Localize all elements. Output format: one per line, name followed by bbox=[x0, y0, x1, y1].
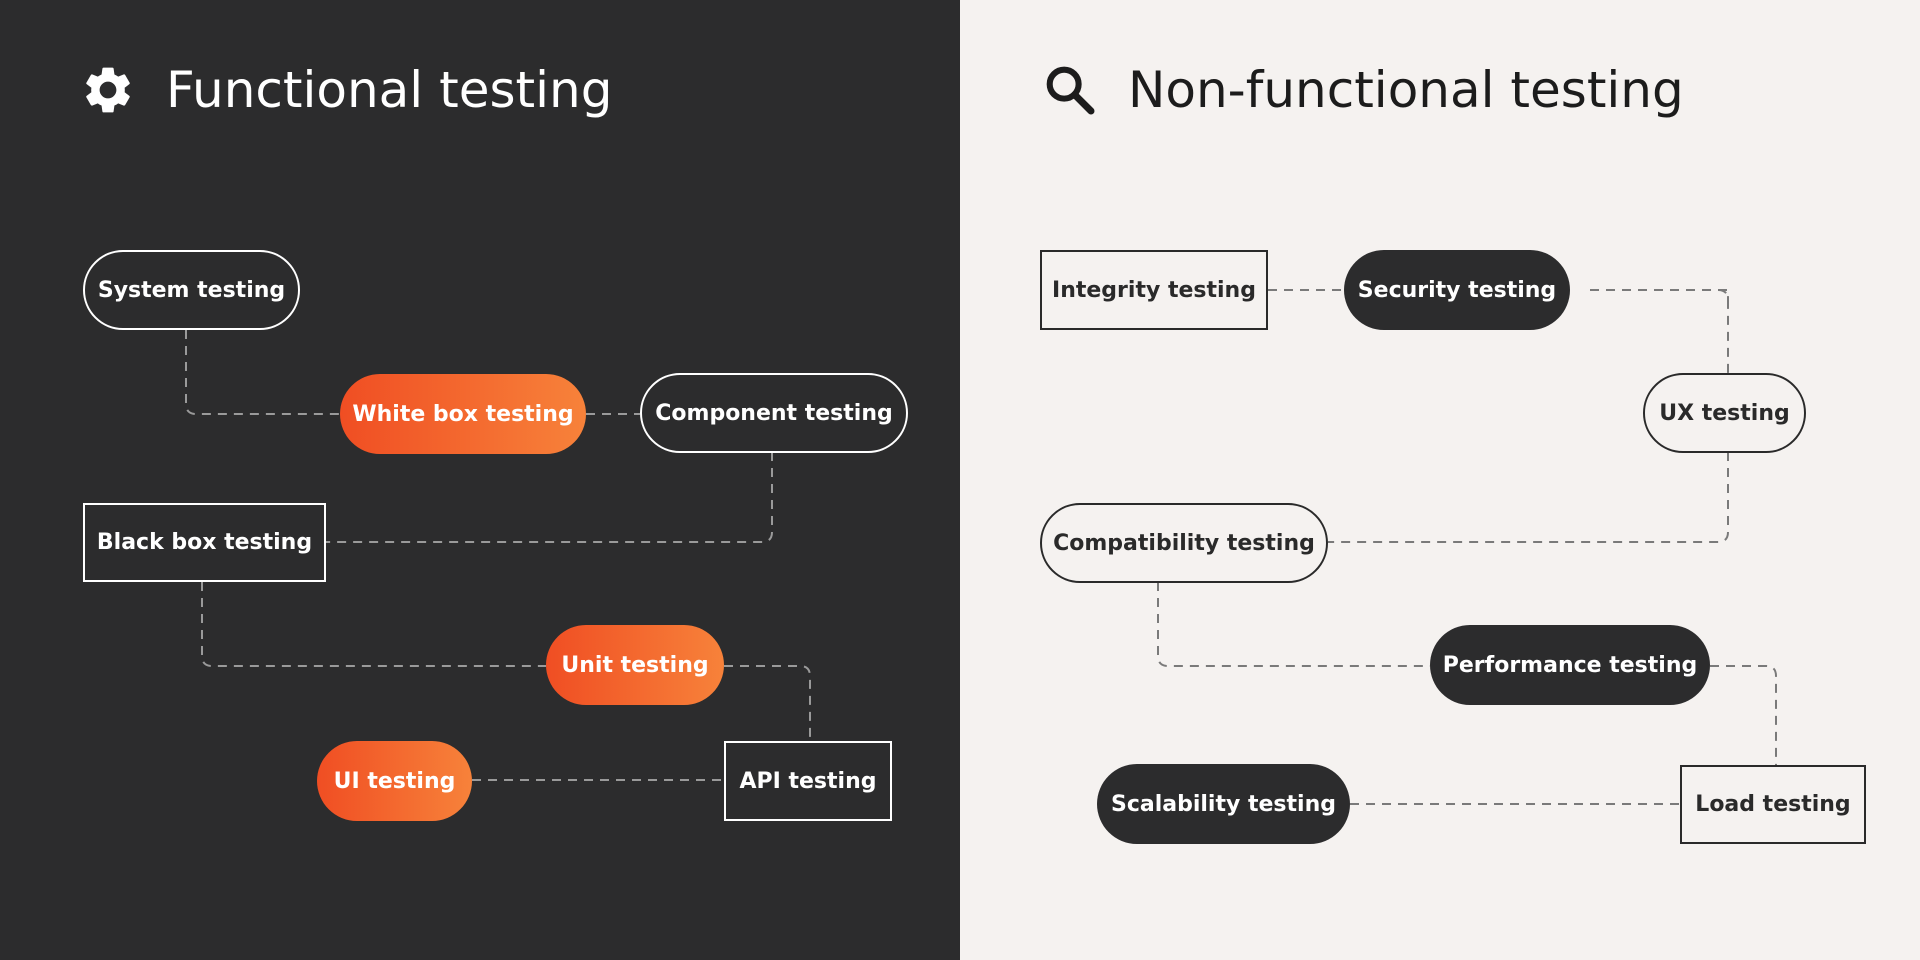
functional-title: Functional testing bbox=[166, 61, 613, 119]
connector-component-blackbox bbox=[326, 452, 773, 543]
connector-compatibility-performance bbox=[1157, 582, 1430, 667]
node-ui-testing: UI testing bbox=[317, 741, 472, 821]
connector-security-ux bbox=[1590, 289, 1730, 374]
connector-unit-api bbox=[724, 665, 811, 740]
search-icon bbox=[1046, 66, 1095, 115]
non-functional-title: Non-functional testing bbox=[1128, 61, 1684, 119]
gear-icon bbox=[86, 67, 130, 113]
node-unit-testing: Unit testing bbox=[546, 625, 724, 705]
non-functional-connectors bbox=[1157, 289, 1777, 805]
node-black-box-testing: Black box testing bbox=[83, 503, 326, 582]
functional-panel: Functional testing System testing White … bbox=[0, 0, 960, 960]
node-system-testing: System testing bbox=[83, 250, 300, 330]
node-performance-testing: Performance testing bbox=[1430, 625, 1710, 705]
connector-ux-compatibility bbox=[1328, 452, 1729, 543]
non-functional-panel: Non-functional testing Integrity testing… bbox=[960, 0, 1920, 960]
node-load-testing: Load testing bbox=[1680, 765, 1866, 844]
connector-performance-load bbox=[1710, 665, 1777, 765]
node-component-testing: Component testing bbox=[640, 373, 908, 453]
node-integrity-testing: Integrity testing bbox=[1040, 250, 1268, 330]
node-white-box-testing: White box testing bbox=[340, 374, 586, 454]
node-ux-testing: UX testing bbox=[1643, 373, 1806, 453]
connector-blackbox-unit bbox=[201, 582, 546, 667]
node-api-testing: API testing bbox=[724, 741, 892, 821]
node-security-testing: Security testing bbox=[1344, 250, 1570, 330]
node-scalability-testing: Scalability testing bbox=[1097, 764, 1350, 844]
functional-connectors bbox=[185, 330, 811, 781]
node-compatibility-testing: Compatibility testing bbox=[1040, 503, 1328, 583]
connector-system-whitebox bbox=[185, 330, 340, 415]
